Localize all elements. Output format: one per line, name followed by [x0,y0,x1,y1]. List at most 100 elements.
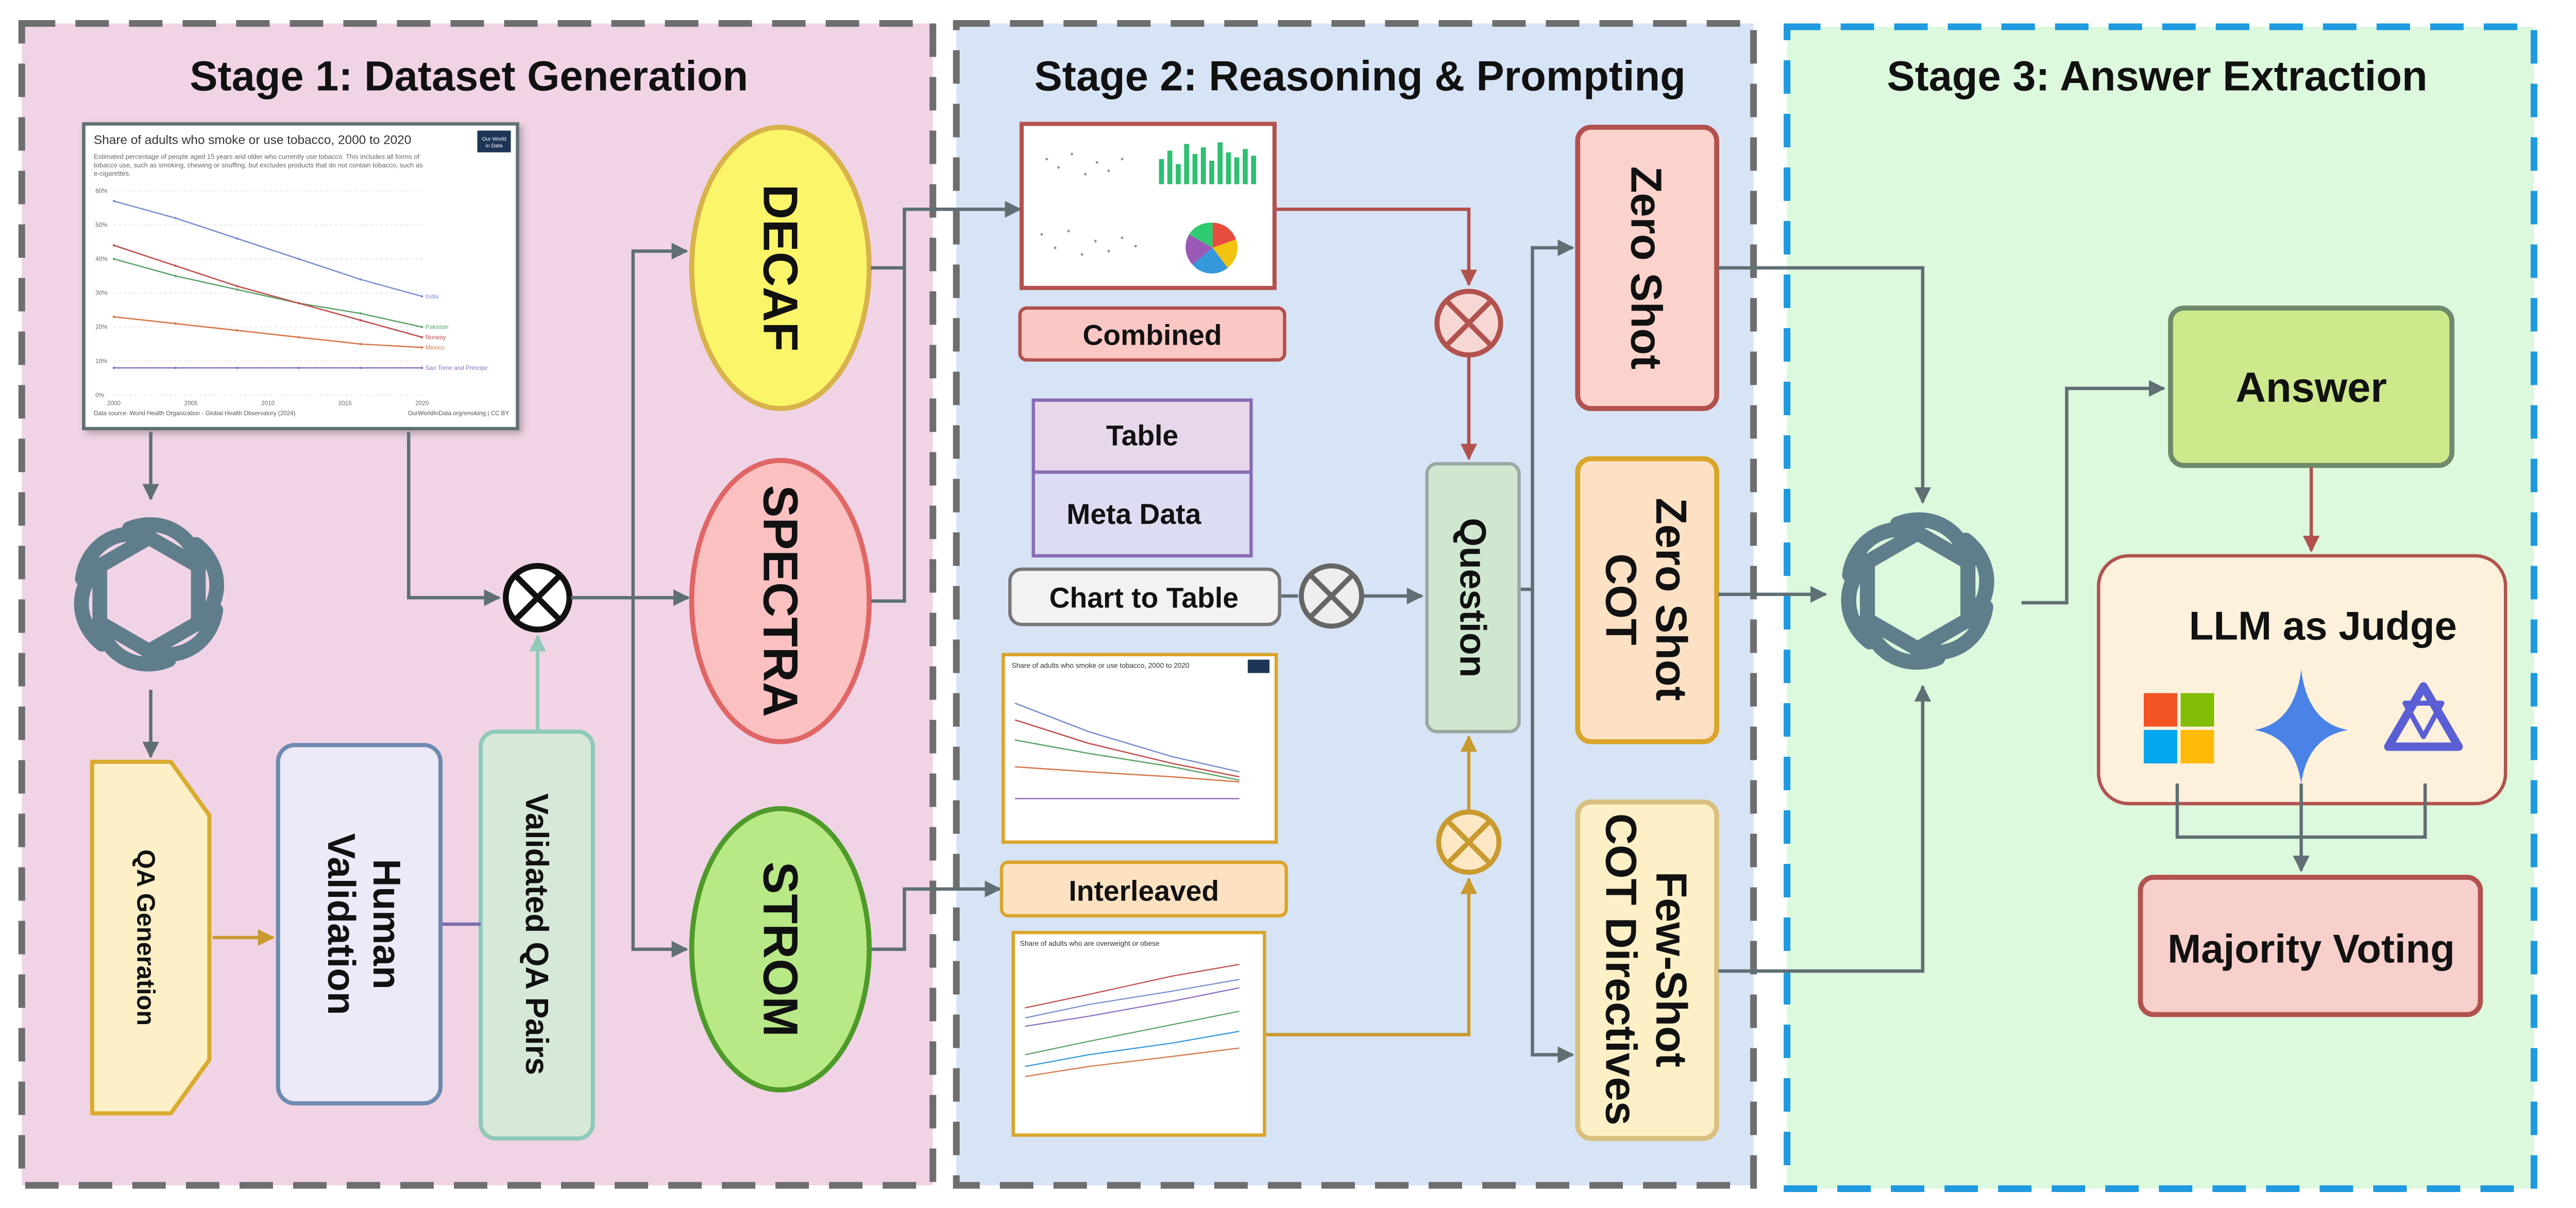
combined-node: Combined [1018,306,1286,362]
thumbnail-x-tick: 2005 [184,400,198,407]
thumbnail-series-label: Pakistan [426,324,449,331]
combined-box [1018,306,1286,362]
dataset-strom-label: STROM [753,862,807,1037]
answer-label: Answer [2235,364,2387,411]
combined-thumb-scatter2 [1040,229,1137,256]
thumbnail-series-point [236,366,239,369]
thumbnail-series-point [236,288,239,291]
thumbnail-series-point [359,319,362,321]
thumbnail-y-tick: 50% [95,222,107,228]
zero-shot-cot-line1: Zero Shot [1647,498,1696,701]
combine-icon [1436,809,1502,875]
meta-data-label: Meta Data [1066,498,1201,530]
combine-icon [503,563,572,633]
thumbnail-series-line [113,200,422,297]
thumbnail-series-point [359,278,362,281]
owid-logo-line2: in Data [486,143,503,149]
human-validation-line2: Validation [320,833,363,1015]
thumbnail-y-tick: 30% [95,290,107,297]
combined-thumbnail [1019,122,1277,291]
combined-thumb-pie [1185,223,1238,274]
zero-shot-node: Zero Shot [1575,125,1719,411]
thumbnail-x-tick: 2020 [415,400,429,407]
thumbnail-series-line [113,258,422,328]
thumbnail-title: Share of adults who smoke or use tobacco… [94,133,411,147]
llm-judge-label: LLM as Judge [2189,603,2457,649]
thumbnail-series-point [420,326,423,329]
thumbnail-series-point [112,315,115,318]
thumbnail-series-line [113,316,422,348]
owid-logo-line1: Our World [482,137,506,142]
majority-voting-label: Majority Voting [2167,926,2455,972]
llm-judge-node: LLM as Judge [2097,554,2507,806]
thumbnail-series-point [236,237,239,240]
dataset-decaf: DECAF [689,125,872,411]
thumbnail-y-tick: 10% [95,358,107,365]
thumbnail-series-line [113,244,422,338]
thumbnail-series-point [112,366,115,369]
zero-shot-cot-node: Zero Shot COT [1575,456,1719,744]
interleaved-label: Interleaved [1069,875,1219,907]
combined-thumb-frame [1019,122,1277,291]
stage1-arrows [142,201,1022,958]
qwen-logo-icon [2384,682,2463,751]
thumbnail-y-tick: 20% [95,324,107,331]
zero-shot-cot-line2: COT [1597,553,1646,645]
thumbnail-series-label: India [426,293,439,300]
zero-shot-label: Zero Shot [1622,166,1671,369]
mini-thumb1-title: Share of adults who smoke or use tobacco… [1011,662,1189,670]
thumbnail-series-point [297,336,300,338]
thumbnail-y-tick: 40% [95,256,107,263]
dataset-strom: STROM [689,806,872,1093]
majority-voting-node: Majority Voting [2138,875,2483,1017]
thumbnail-subtitle-1: Estimated percentage of people aged 15 y… [94,153,420,161]
dataset-spectra-label: SPECTRA [753,485,807,717]
stage1-title: Stage 1: Dataset Generation [190,53,748,100]
thumbnail-series-point [236,329,239,332]
mini-thumb2-lines [1025,963,1240,1077]
mini-thumb1-frame [1001,653,1278,844]
combine-icon [1434,288,1503,358]
thumbnail-source: Data source: World Health Organization -… [94,410,296,417]
thumbnail-y-tick: 60% [95,188,107,194]
chart-to-table-box [1008,567,1281,626]
thumbnail-x-tick: 2010 [261,400,275,407]
combined-thumb-scatter1 [1045,152,1124,176]
thumbnail-footer: OurWorldInData.org/smoking | CC BY [408,410,510,417]
thumbnail-series-point [420,336,423,338]
interleaved-thumbnail-top: Share of adults who smoke or use tobacco… [1001,653,1278,844]
thumbnail-series-point [359,312,362,315]
human-validation-line1: Human [365,859,409,989]
few-shot-cot-node: Few-Shot COT Directives [1575,799,1719,1141]
thumbnail-series-point [112,200,115,202]
mini-thumb2-title: Share of adults who are overweight or ob… [1020,940,1160,947]
thumbnail-series-label: Norway [426,334,446,341]
interleaved-box [999,860,1288,917]
thumbnail-series-point [297,366,300,369]
thumbnail-y-tick: 0% [95,392,104,399]
thumbnail-series-point [420,295,423,298]
thumbnail-series-point [236,285,239,287]
question-node: Question [1425,462,1521,734]
thumbnail-series-point [297,258,300,260]
chart-to-table-node: Chart to Table [1008,567,1281,626]
majority-voting-box [2138,875,2483,1017]
validated-qa-pairs-node: Validated QA Pairs [478,729,595,1141]
thumbnail-series-point [359,343,362,346]
table-label: Table [1106,420,1178,452]
microsoft-logo-icon [2144,693,2214,763]
qa-generation-shape [90,759,212,1116]
thumbnail-series-point [174,366,177,369]
validated-qa-pairs-label: Validated QA Pairs [519,793,554,1075]
stage3-arrows [1718,266,2427,973]
stage3-title: Stage 3: Answer Extraction [1887,53,2427,100]
few-shot-cot-line2: COT Directives [1597,813,1646,1126]
thumbnail-series-point [174,322,177,325]
thumbnail-x-tick: 2015 [338,400,352,407]
thumbnail-series-point [112,258,115,260]
question-label: Question [1452,518,1494,677]
thumbnail-series-point [174,264,177,267]
thumbnail-subtitle-2: tobacco use, such as smoking, chewing or… [94,161,423,169]
owid-logo [477,130,511,152]
